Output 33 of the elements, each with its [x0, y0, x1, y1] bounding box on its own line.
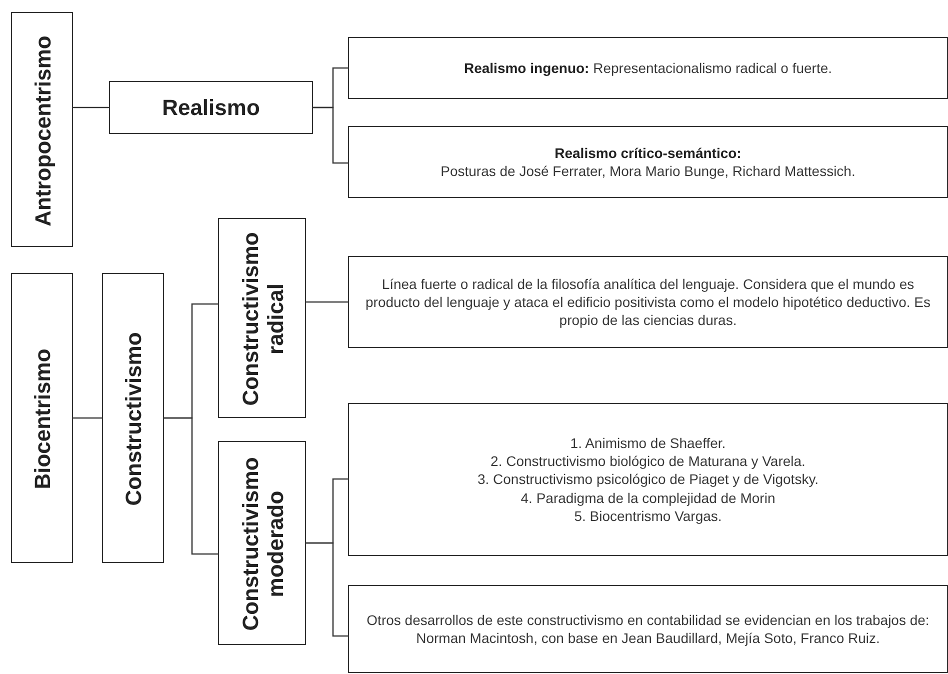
- box-text: 3. Constructivismo psicológico de Piaget y de Vigotsky.: [477, 470, 819, 489]
- box-text: 5. Biocentrismo Vargas.: [574, 506, 722, 525]
- node-box: [11, 12, 73, 247]
- connector-line: [73, 417, 102, 419]
- node-box: [218, 218, 306, 418]
- box-text: Línea fuerte o radical de la filosofía analítica del lenguaje. Considera que el mundo es producto del lenguaje y ataca el edificio positivista como el modelo hipotético deductivo. Es propio de las ciencias duras.: [364, 274, 932, 330]
- node-box: [348, 37, 948, 99]
- connector-line: [164, 417, 218, 555]
- node-box: [348, 256, 948, 348]
- box-text: 1. Animismo de Shaeffer.: [570, 434, 726, 452]
- box-text: Realismo ingenuo: Representacionalismo radical o fuerte.: [464, 58, 832, 78]
- node-box: [102, 273, 164, 563]
- node-label: Constructivismo radical: [238, 231, 288, 408]
- node-label: Antropocentrismo: [30, 35, 56, 226]
- connector-line: [73, 106, 109, 108]
- box-text: Otros desarrollos de este constructivismo en contabilidad se evidencian en los trabajos de: Norman Macintosh, con base en Jean Baudillard, Mejía Soto, Franco Ruiz.: [366, 610, 930, 648]
- node-box: [218, 441, 306, 645]
- node-box: [109, 81, 313, 134]
- connector-line: [313, 106, 348, 164]
- connector-line: [306, 301, 348, 303]
- node-box: [348, 126, 948, 198]
- node-label: Biocentrismo: [30, 348, 56, 490]
- node-label: Constructivismo moderado: [238, 456, 288, 633]
- node-box: [348, 585, 948, 673]
- box-heading: Realismo crítico-semántico:: [554, 144, 742, 162]
- box-text: 2. Constructivismo biológico de Maturana y Varela.: [490, 452, 806, 470]
- node-box: [11, 273, 73, 563]
- node-label: Constructivismo: [121, 332, 147, 506]
- box-text: 4. Paradigma de la complejidad de Morin: [520, 488, 776, 507]
- node-label: Realismo: [162, 94, 260, 120]
- connector-line: [306, 542, 348, 637]
- node-box: [348, 403, 948, 556]
- box-text: Posturas de José Ferrater, Mora Mario Bunge, Richard Mattessich.: [440, 162, 856, 180]
